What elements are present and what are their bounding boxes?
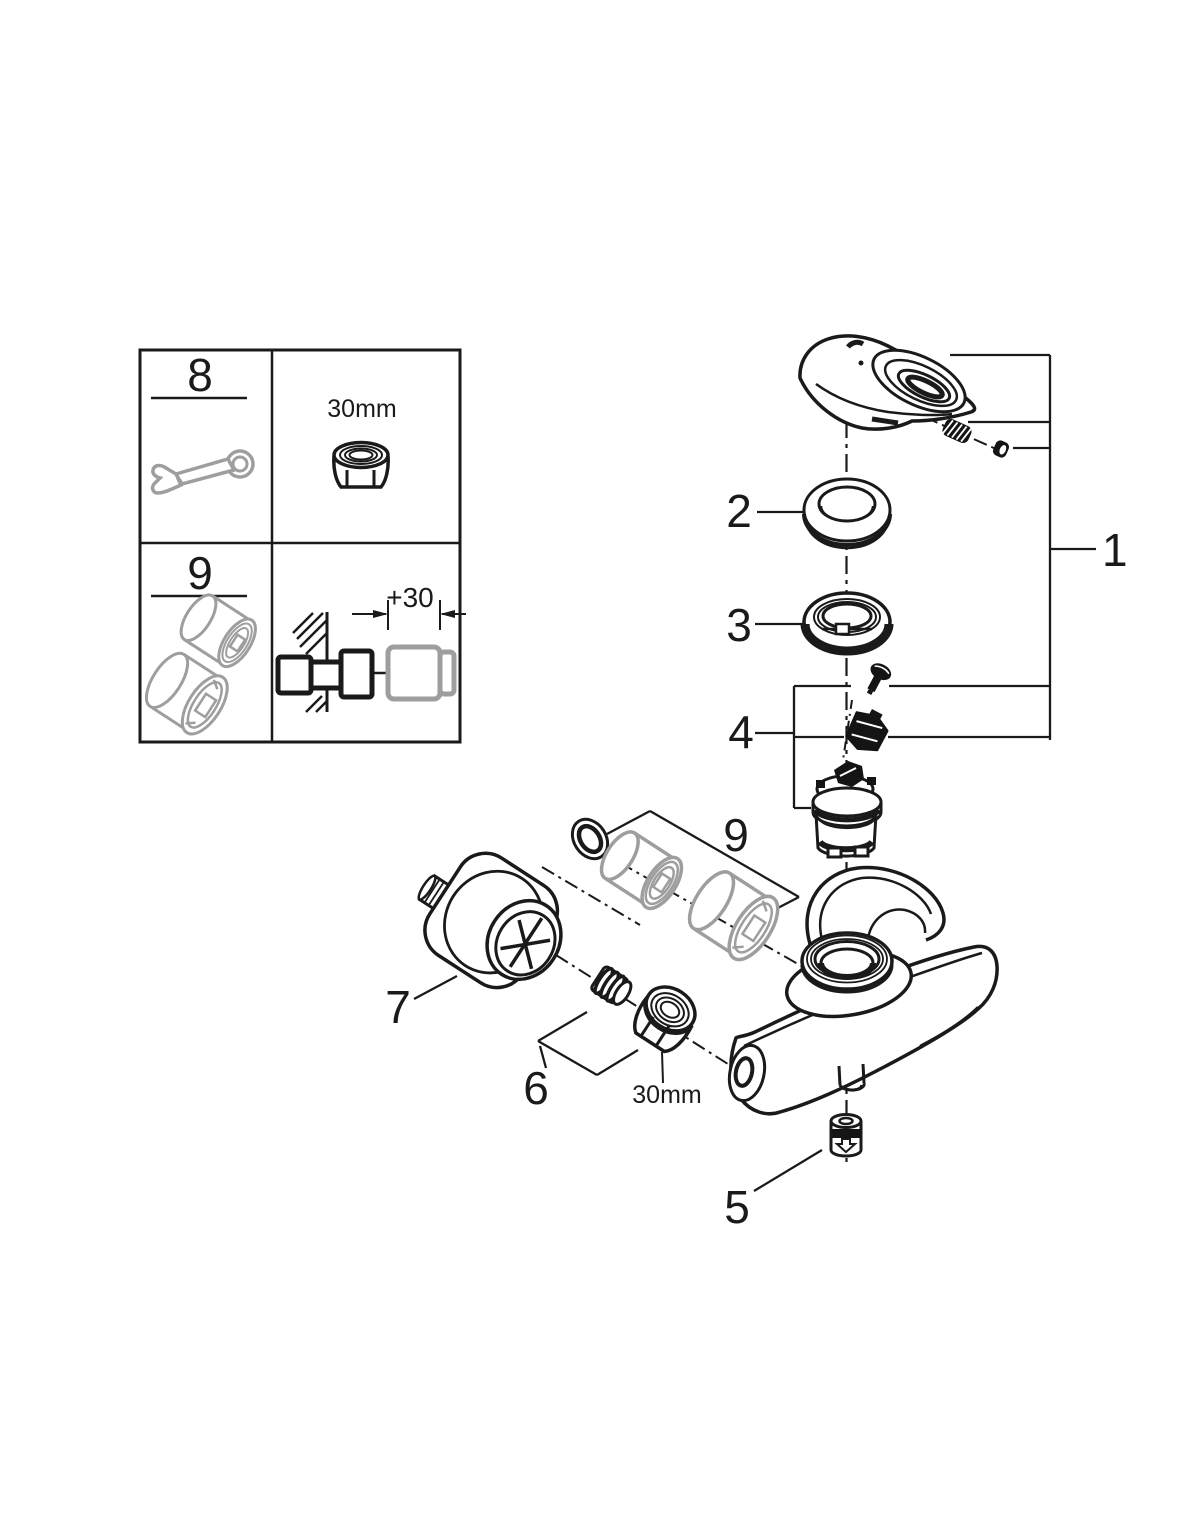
label-part-5: 5 <box>724 1181 750 1233</box>
extension-socket <box>687 870 780 962</box>
legend-box: 8 30mm 9 <box>138 348 466 744</box>
secondary-axis <box>541 866 641 926</box>
label-part-1: 1 <box>1102 524 1128 576</box>
cartridge-adapter <box>845 708 889 752</box>
leader-part7 <box>413 974 458 1001</box>
extension-adapter <box>599 830 684 911</box>
cartridge-screw-axis <box>842 699 853 761</box>
leader-part5 <box>753 1149 823 1192</box>
legend-cell-9: 9 <box>144 547 257 736</box>
extension-piece <box>385 644 457 702</box>
cartridge <box>811 761 883 859</box>
union-nut <box>633 985 697 1054</box>
check-valve <box>829 1113 863 1158</box>
body-thread-collar <box>800 931 894 994</box>
body-outlet-stub <box>837 1063 866 1092</box>
open-end-wrench-icon <box>150 449 255 495</box>
union-fitting <box>275 648 388 700</box>
escutcheon-cup <box>485 898 563 982</box>
bracket-part1 <box>950 353 1096 740</box>
legend-cell-9-install: +30 <box>275 582 466 713</box>
label-part-7: 7 <box>385 981 411 1033</box>
handle-grub-screw <box>942 419 972 443</box>
extension-adapter-icon <box>179 593 257 669</box>
bracket-part6 <box>537 1011 639 1076</box>
flow-direction-arrow <box>834 1138 858 1154</box>
gasket <box>570 817 610 861</box>
leader-nut-size <box>661 1051 664 1084</box>
label-nut-size: 30mm <box>632 1081 701 1109</box>
union-nut-30mm-icon <box>332 440 390 489</box>
legend-cell-8: 8 <box>150 349 255 495</box>
union-seal <box>590 965 633 1006</box>
mixer-body <box>727 865 999 1116</box>
label-part-4: 4 <box>728 706 754 758</box>
handle-screw-axis <box>899 405 997 450</box>
bracket-part4 <box>755 684 1050 810</box>
trim-ring <box>802 477 892 550</box>
dimension-arrows: +30 <box>352 582 466 630</box>
label-part-9: 9 <box>723 809 749 861</box>
part-labels: 1 2 3 4 9 7 6 5 30mm <box>385 485 1127 1233</box>
legend-number-9: 9 <box>187 547 213 599</box>
body-tip-line <box>919 1006 979 1048</box>
label-part-2: 2 <box>726 485 752 537</box>
callout-lines <box>413 353 1096 1192</box>
legend-number-8: 8 <box>187 349 213 401</box>
body-inlet <box>727 1043 767 1103</box>
lever-handle <box>798 334 977 431</box>
body-yoke <box>805 865 946 945</box>
extension-dimension-label: +30 <box>386 582 434 613</box>
label-part-6: 6 <box>523 1062 549 1114</box>
handle-dot <box>858 360 864 366</box>
ring-nut <box>800 591 894 656</box>
extension-socket-icon <box>144 651 229 736</box>
handle-screw-cap <box>992 440 1010 458</box>
cartridge-screw <box>866 663 892 695</box>
legend-nut-size-label: 30mm <box>327 395 396 423</box>
legend-cell-8-nut: 30mm <box>327 395 397 489</box>
label-part-3: 3 <box>726 599 752 651</box>
handle-slot-mark <box>846 339 865 349</box>
escutcheon <box>417 851 563 990</box>
